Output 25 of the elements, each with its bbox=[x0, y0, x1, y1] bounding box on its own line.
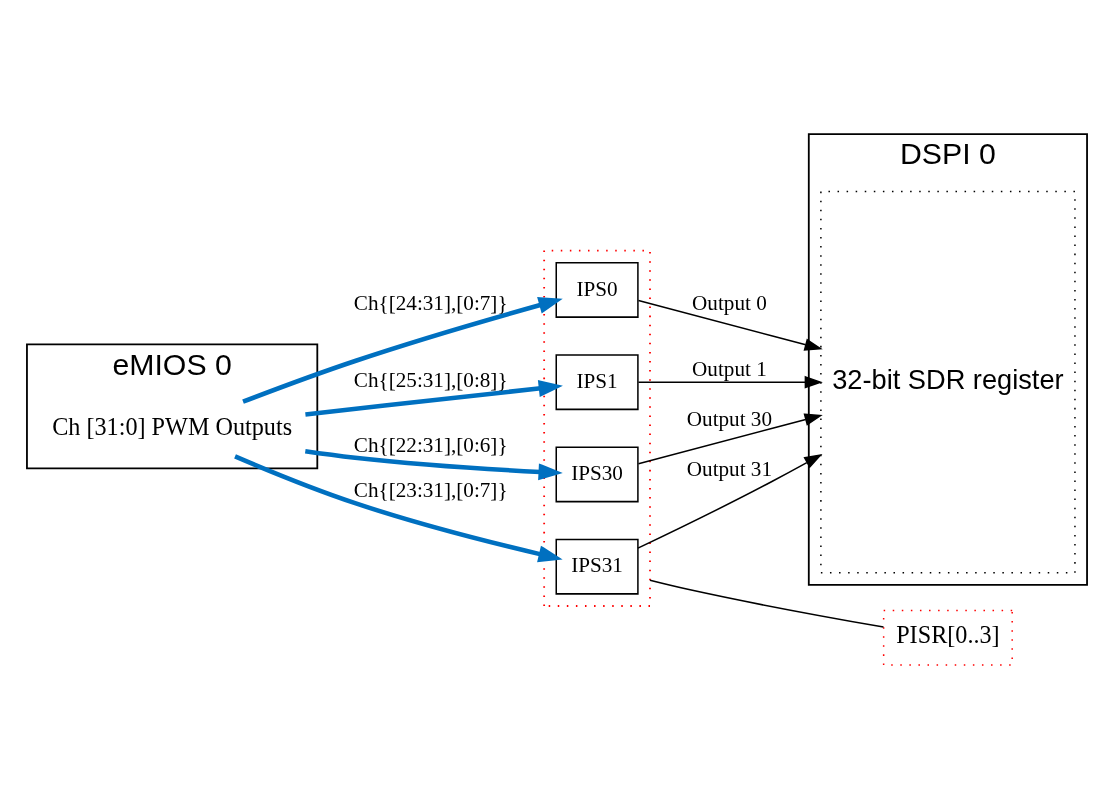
edge-label: Output 31 bbox=[686, 457, 773, 482]
node-text: Ch [31:0] PWM Outputs bbox=[52, 412, 293, 440]
node-box: IPS31 bbox=[555, 538, 639, 595]
edge-label: Output 30 bbox=[686, 407, 773, 432]
edge-label: Ch{[24:31],[0:7]} bbox=[353, 290, 508, 315]
edge-label: Ch{[25:31],[0:8]} bbox=[353, 368, 508, 392]
arrow bbox=[637, 375, 823, 389]
arrow bbox=[305, 380, 563, 417]
arrow bbox=[242, 297, 563, 404]
node-box: PISR[0..3] bbox=[882, 609, 1013, 666]
cluster bbox=[543, 249, 651, 607]
arrow bbox=[637, 413, 823, 465]
node-box: IPS30 bbox=[555, 446, 639, 503]
arrow bbox=[637, 299, 823, 351]
node-box: IPS1 bbox=[555, 354, 639, 411]
arrow bbox=[234, 454, 563, 563]
edge-label: Ch{[22:31],[0:6]} bbox=[353, 433, 508, 458]
arrow bbox=[637, 453, 823, 549]
edge-label: Ch{[23:31],[0:7]} bbox=[353, 478, 508, 503]
edge-label: Output 1 bbox=[692, 357, 767, 382]
connector bbox=[649, 579, 885, 628]
node-box: IPS0 bbox=[555, 261, 639, 318]
node-box: 32-bit SDR register bbox=[820, 190, 1076, 574]
arrow bbox=[304, 449, 563, 481]
edge-label: Output 0 bbox=[692, 290, 767, 315]
